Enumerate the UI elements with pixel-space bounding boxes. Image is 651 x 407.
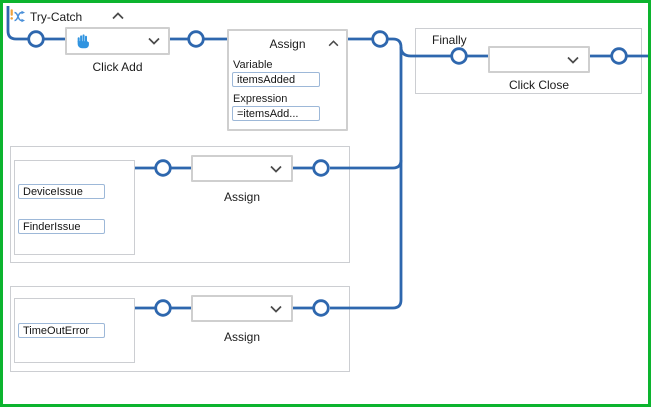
click-add-activity[interactable] xyxy=(65,27,170,55)
catch1-assign-caption: Assign xyxy=(223,190,261,204)
collapse-chevron-icon[interactable] xyxy=(112,12,124,20)
connector-node xyxy=(371,30,389,48)
exception-type-input[interactable] xyxy=(18,184,105,199)
catch2-assign-activity[interactable] xyxy=(191,295,293,322)
catch2-assign-caption: Assign xyxy=(223,330,261,344)
variable-label: Variable xyxy=(233,59,273,71)
assign-title: Assign xyxy=(269,37,306,51)
finally-label: Finally xyxy=(430,33,469,47)
assign-activity[interactable]: Assign Variable Expression xyxy=(227,29,348,131)
connector-node xyxy=(187,30,205,48)
connector-node xyxy=(27,30,45,48)
collapse-chevron-icon[interactable] xyxy=(328,40,339,47)
expression-label: Expression xyxy=(233,93,288,105)
dropdown-chevron-icon[interactable] xyxy=(567,56,579,64)
exception-type-input[interactable] xyxy=(18,219,105,234)
catch-exceptions-box-1[interactable] xyxy=(14,160,135,255)
try-catch-title: Try-Catch xyxy=(30,10,83,24)
expression-input[interactable] xyxy=(232,106,320,121)
click-add-caption: Click Add xyxy=(92,60,143,74)
click-close-activity[interactable] xyxy=(488,46,590,73)
click-close-caption: Click Close xyxy=(508,78,569,92)
variable-input[interactable] xyxy=(232,72,320,87)
try-catch-icon xyxy=(10,8,26,24)
dropdown-chevron-icon[interactable] xyxy=(148,37,160,45)
wire-collector xyxy=(388,37,403,300)
catch1-assign-activity[interactable] xyxy=(191,155,293,182)
dropdown-chevron-icon[interactable] xyxy=(270,165,282,173)
exception-type-input[interactable] xyxy=(18,323,105,338)
dropdown-chevron-icon[interactable] xyxy=(270,305,282,313)
hand-cursor-icon xyxy=(75,33,92,50)
